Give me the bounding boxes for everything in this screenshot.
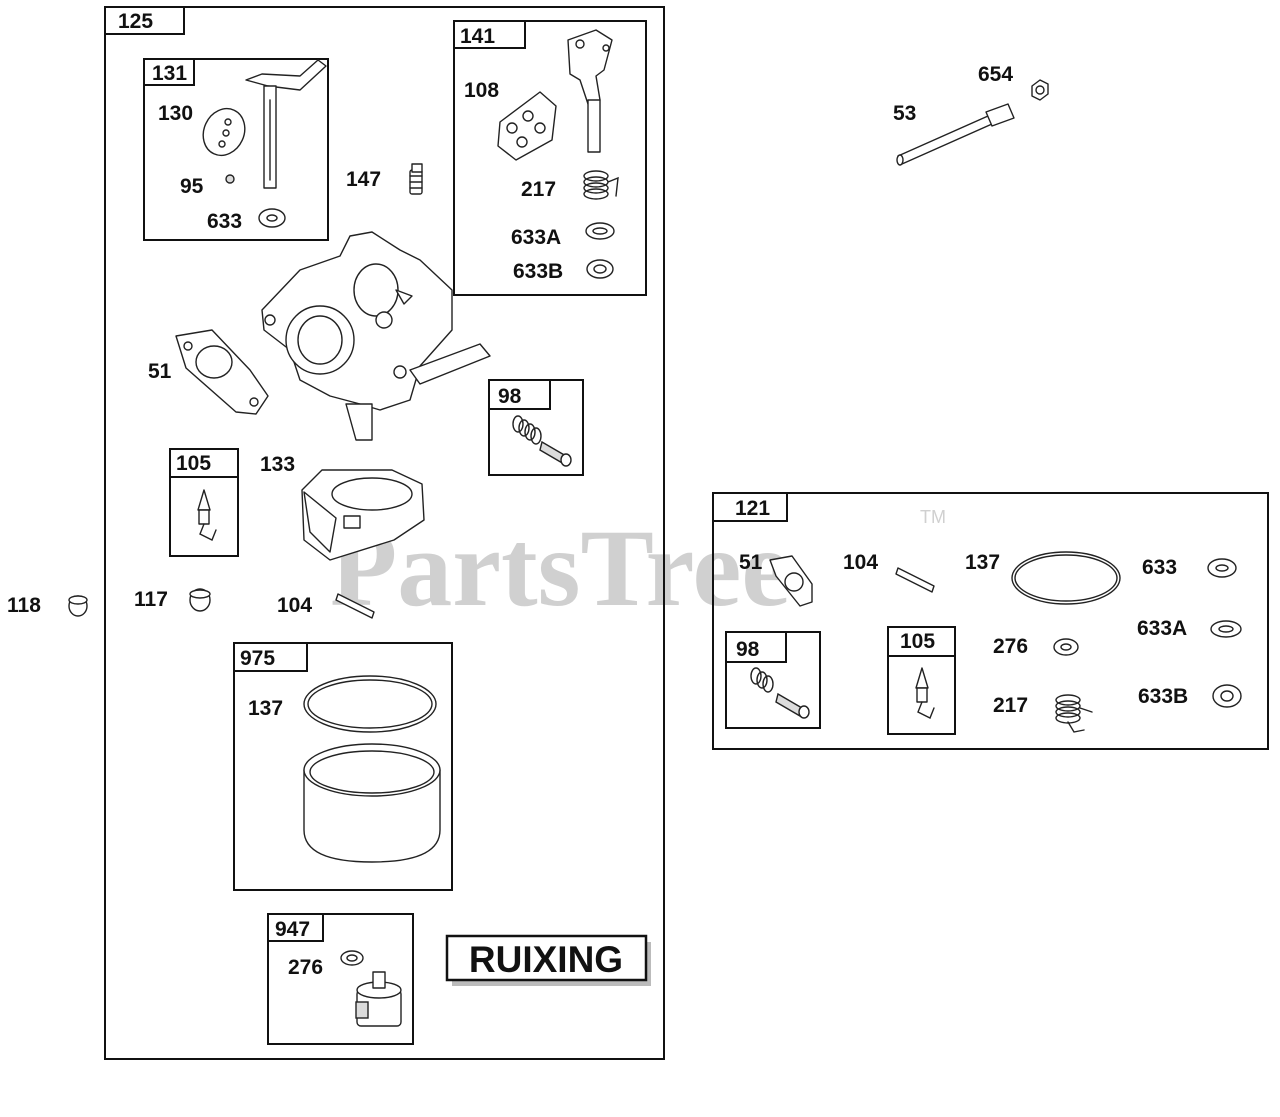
kit-105-box: 105 xyxy=(169,448,239,557)
stud-53-part xyxy=(896,103,1015,166)
callout-217-kit121: 217 xyxy=(993,694,1028,717)
callout-104: 104 xyxy=(277,594,312,617)
kit-98-box: 98 xyxy=(488,379,584,476)
callout-117: 117 xyxy=(134,588,168,611)
kit-98-kit121-box: 98 xyxy=(725,631,821,729)
float-part xyxy=(301,469,425,561)
nut-654-part xyxy=(1031,79,1049,101)
choke-gasket-part xyxy=(497,91,557,161)
kit-141-label: 141 xyxy=(460,25,495,48)
idle-mixture-screw-part xyxy=(512,415,572,467)
kit-98-label: 98 xyxy=(498,385,522,408)
solenoid-part xyxy=(355,971,402,1027)
seal-633-part xyxy=(258,208,286,228)
needle-valve-kit121-part xyxy=(915,667,935,719)
callout-217: 217 xyxy=(521,178,556,201)
seal-633B-part xyxy=(586,259,614,279)
kit-125-frame: 125 xyxy=(104,6,665,1060)
washer-276-kit121-part xyxy=(1053,638,1079,656)
screw-95-part xyxy=(225,174,235,184)
float-bowl-part xyxy=(303,743,441,863)
callout-95: 95 xyxy=(180,175,204,198)
callout-276-kit121: 276 xyxy=(993,635,1028,658)
seal-633A-part xyxy=(585,222,615,240)
watermark-trademark: TM xyxy=(920,507,946,527)
carburetor-body-part xyxy=(261,231,491,441)
logo-text: RUIXING xyxy=(469,939,623,980)
choke-shaft-part xyxy=(567,29,613,153)
kit-975-box: 975 137 xyxy=(233,642,453,891)
kit-98-kit121-label: 98 xyxy=(736,638,760,661)
ruixing-logo: RUIXING xyxy=(445,934,651,986)
kit-121-label: 121 xyxy=(735,497,770,520)
jet-117-part xyxy=(189,588,211,612)
flange-gasket-part xyxy=(175,329,269,415)
callout-108: 108 xyxy=(464,79,499,102)
seal-633B-kit121-part xyxy=(1212,684,1242,708)
callout-133: 133 xyxy=(260,453,295,476)
washer-276-part xyxy=(340,950,364,966)
kit-105-label: 105 xyxy=(176,452,211,475)
throttle-plate-part xyxy=(202,107,246,157)
callout-633A: 633A xyxy=(511,226,561,249)
callout-633: 633 xyxy=(207,210,242,233)
callout-633B-kit121: 633B xyxy=(1138,685,1188,708)
callout-130: 130 xyxy=(158,102,193,125)
kit-975-label: 975 xyxy=(240,647,275,670)
callout-137-kit121: 137 xyxy=(965,551,1000,574)
spring-217-kit121-part xyxy=(1055,694,1093,733)
kit-141-box: 141 108 217 633A 633B xyxy=(453,20,647,296)
float-pin-kit121-part xyxy=(895,567,935,593)
spring-217-part xyxy=(583,170,619,200)
plug-118-part xyxy=(68,595,88,617)
kit-131-label: 131 xyxy=(152,62,187,85)
callout-104-kit121: 104 xyxy=(843,551,878,574)
callout-137-kit975: 137 xyxy=(248,697,283,720)
seal-633A-kit121-part xyxy=(1210,620,1242,638)
float-pin-part xyxy=(335,593,375,619)
callout-53: 53 xyxy=(893,102,916,125)
o-ring-137-kit121-part xyxy=(1011,551,1121,605)
callout-654: 654 xyxy=(978,63,1013,86)
throttle-shaft-part xyxy=(245,59,327,189)
callout-276-kit947: 276 xyxy=(288,956,323,979)
kit-105-kit121-box: 105 xyxy=(887,626,956,735)
kit-121-box: 121 51 104 137 633 633A 276 xyxy=(712,492,1269,750)
needle-valve-part xyxy=(197,489,217,541)
callout-118: 118 xyxy=(7,594,41,617)
callout-51-kit121: 51 xyxy=(739,551,763,574)
callout-633B: 633B xyxy=(513,260,563,283)
callout-147: 147 xyxy=(346,168,381,191)
o-ring-137-part xyxy=(303,675,437,733)
idle-mixture-screw-kit121-part xyxy=(750,667,810,719)
callout-51: 51 xyxy=(148,360,172,383)
callout-633A-kit121: 633A xyxy=(1137,617,1187,640)
flange-gasket-kit121-part xyxy=(769,555,813,607)
callout-633-kit121: 633 xyxy=(1142,556,1177,579)
seal-633-kit121-part xyxy=(1207,558,1237,578)
screw-147-part xyxy=(409,163,423,195)
kit-131-box: 131 130 95 633 xyxy=(143,58,329,241)
kit-105-kit121-label: 105 xyxy=(900,630,935,653)
kit-947-box: 947 276 xyxy=(267,913,414,1045)
kit-125-label: 125 xyxy=(118,10,153,33)
kit-947-label: 947 xyxy=(275,918,310,941)
